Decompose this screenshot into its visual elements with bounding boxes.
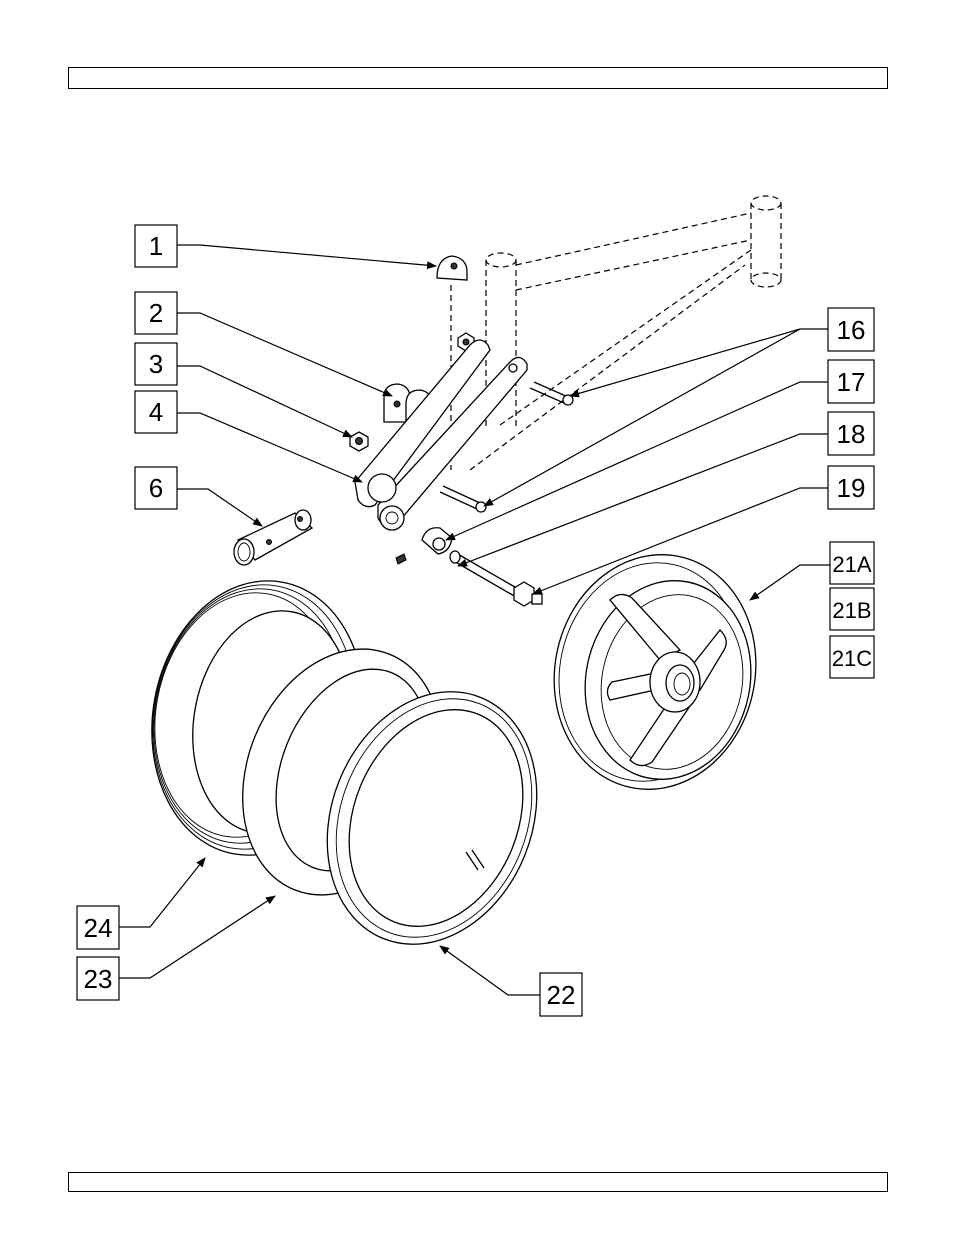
callout-19-label: 19: [837, 473, 866, 503]
callout-16-label: 16: [837, 315, 866, 345]
part-17-collar: [396, 528, 452, 564]
part-4-fork-plate: [355, 340, 527, 530]
part-3-nut: [350, 432, 368, 451]
callout-6-label: 6: [149, 473, 163, 503]
part-6-tube: [234, 510, 312, 565]
callout-23: 23: [77, 957, 119, 1000]
callout-23-label: 23: [84, 964, 113, 994]
callout-2: 2: [135, 292, 177, 334]
callout-17: 17: [828, 360, 874, 403]
callout-24: 24: [77, 906, 119, 949]
callout-1-label: 1: [149, 231, 163, 261]
callout-22: 22: [540, 973, 582, 1016]
callout-21c: 21C: [830, 636, 874, 678]
callout-2-label: 2: [149, 298, 163, 328]
callout-18: 18: [828, 412, 874, 455]
part-21-rim: [533, 536, 778, 808]
callout-16: 16: [828, 308, 874, 351]
callout-21a-label: 21A: [832, 552, 871, 577]
part-18-axle: [450, 551, 520, 597]
callout-22-label: 22: [547, 980, 576, 1010]
part-19-nut: [514, 582, 542, 606]
callout-19: 19: [828, 466, 874, 509]
callout-21c-label: 21C: [832, 646, 872, 671]
callout-1: 1: [135, 225, 177, 267]
callout-17-label: 17: [837, 367, 866, 397]
callout-3: 3: [135, 343, 177, 385]
callout-18-label: 18: [837, 419, 866, 449]
callout-6: 6: [135, 467, 177, 509]
callout-4-label: 4: [149, 397, 163, 427]
callout-21b: 21B: [830, 588, 874, 630]
part-1-cap: [437, 256, 467, 280]
callout-4: 4: [135, 391, 177, 433]
frame-phantom: [451, 196, 781, 470]
callout-21b-label: 21B: [832, 598, 871, 623]
callout-21a: 21A: [830, 542, 874, 584]
callout-3-label: 3: [149, 349, 163, 379]
callout-24-label: 24: [84, 913, 113, 943]
